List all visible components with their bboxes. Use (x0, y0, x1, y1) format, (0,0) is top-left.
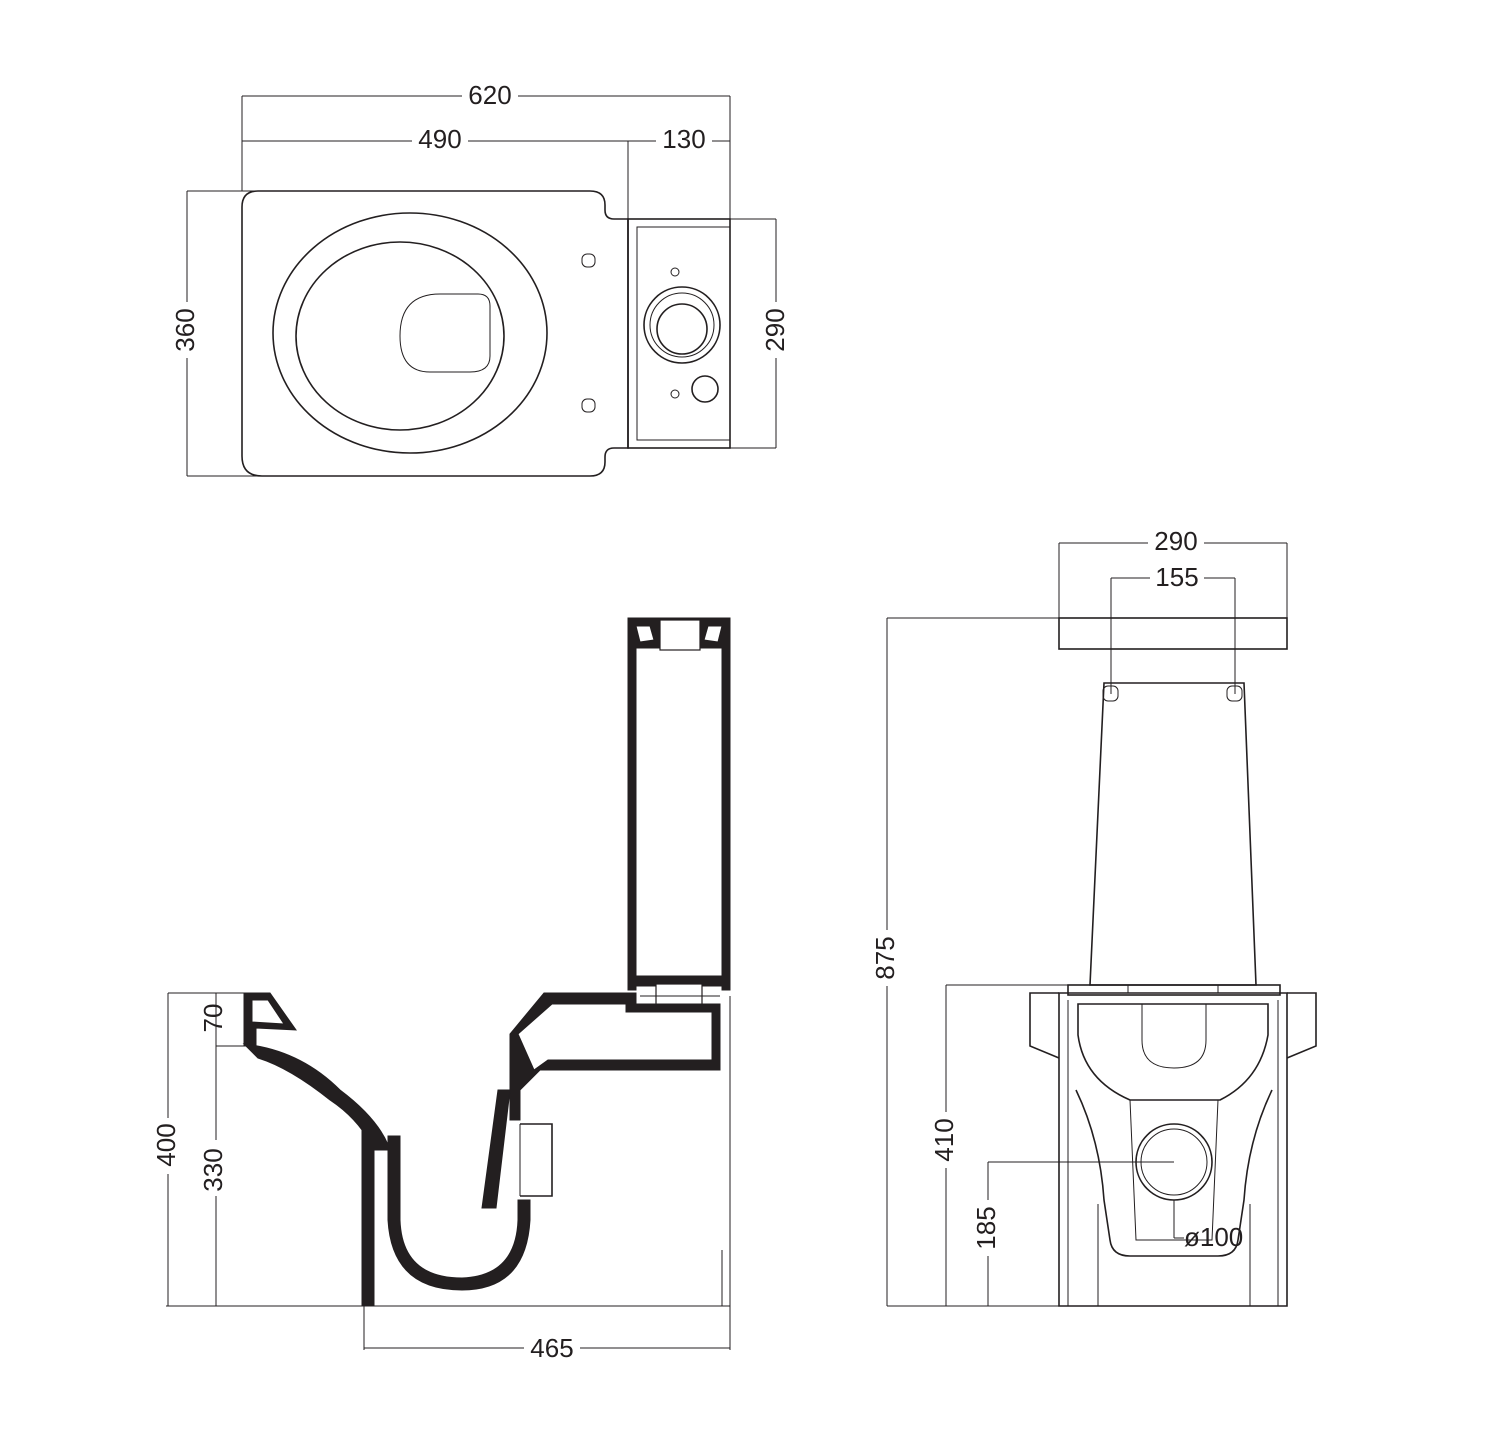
cistern-inner (636, 226, 731, 441)
label-185: 185 (971, 1206, 1001, 1249)
dim-outlet-height: 330 (198, 1046, 230, 1306)
flush-button-inner (656, 303, 708, 355)
dim-front-cistern-width: 290 (1058, 526, 1288, 618)
dim-overall-height: 875 (870, 617, 1059, 1307)
outlet-pipe (481, 1089, 511, 1209)
cistern-left-wall (627, 647, 637, 991)
flush-button-ring (649, 292, 715, 358)
label-70: 70 (198, 1004, 228, 1033)
pan-outline (241, 190, 629, 477)
front-view: 290 155 875 410 18 (870, 526, 1317, 1307)
label-490: 490 (418, 124, 461, 154)
seat-inner (295, 241, 505, 431)
dim-overall-length: 620 (241, 80, 731, 219)
lid-button (659, 619, 701, 651)
label-410: 410 (929, 1118, 959, 1161)
label-290-top: 290 (760, 308, 790, 351)
label-360: 360 (170, 308, 200, 351)
dim-bowl-width: 360 (170, 190, 262, 477)
dim-rim-step: 70 (198, 992, 244, 1047)
rim-cavity (251, 999, 285, 1025)
front-bowl-body (1075, 1089, 1273, 1257)
label-130: 130 (662, 124, 705, 154)
flush-button-outer (643, 286, 721, 364)
dim-pan-height: 410 (929, 984, 1068, 1306)
label-400: 400 (151, 1123, 181, 1166)
dim-outlet-diameter: ø100 (1173, 1200, 1243, 1252)
side-view: 70 330 400 465 (151, 617, 731, 1363)
label-620: 620 (468, 80, 511, 110)
label-d100: ø100 (1184, 1222, 1243, 1252)
hinge-hole-bottom (581, 398, 596, 413)
label-465: 465 (530, 1333, 573, 1363)
cistern-outline (627, 218, 731, 449)
front-pan (1058, 992, 1288, 1307)
label-330: 330 (198, 1148, 228, 1191)
small-hole-bottom (670, 389, 680, 399)
front-bowl-inner (1129, 1099, 1219, 1241)
trap (361, 1129, 375, 1307)
label-155: 155 (1155, 562, 1198, 592)
water-well (399, 293, 491, 373)
deck-cavity (517, 1003, 713, 1071)
label-875: 875 (870, 936, 900, 979)
front-seat (1077, 1003, 1269, 1101)
lid-cutout-right (703, 625, 723, 643)
top-view: 620 490 130 360 290 (170, 80, 790, 477)
label-290-front: 290 (1154, 526, 1197, 556)
bowl-surface (242, 1043, 391, 1151)
front-lid (1058, 617, 1288, 650)
dim-fixing-centres: 155 (1110, 562, 1236, 694)
small-hole-top (670, 267, 680, 277)
inlet-hole (691, 375, 719, 403)
dim-projection: 465 (363, 1306, 731, 1363)
front-seat-cutout (1141, 1003, 1207, 1069)
outlet-spigot (520, 1123, 553, 1197)
cistern-right-wall (721, 647, 731, 991)
hinge-hole-top (581, 253, 596, 268)
left-ear (1029, 992, 1060, 1059)
seat-outer (272, 212, 548, 454)
dim-bowl-length: 490 130 (242, 124, 730, 219)
right-ear (1286, 992, 1317, 1059)
trap-bend (387, 1135, 531, 1291)
dim-cistern-width: 290 (730, 218, 790, 449)
lid-cutout-left (635, 625, 655, 643)
dim-total-height: 400 (151, 992, 244, 1306)
front-seat-hinge (1127, 984, 1219, 994)
front-cistern (1089, 682, 1257, 986)
dim-outlet-centre: 185 (971, 1161, 1174, 1306)
